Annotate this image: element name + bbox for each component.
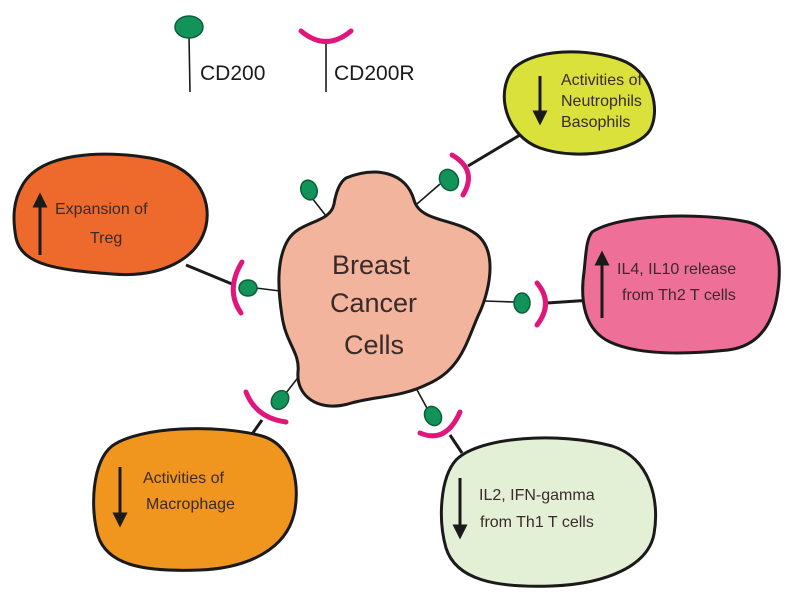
- th2-label-line1: IL4, IL10 release: [617, 261, 736, 278]
- neutrophils-label-line1: Activities of: [561, 72, 642, 89]
- cd200r-receptor-neutrophils: [449, 152, 471, 198]
- macrophage-label-line1: Activities of: [143, 470, 224, 487]
- neutrophils-label-line2: Neutrophils: [561, 93, 642, 110]
- cd200-ligand-th1: [423, 405, 443, 427]
- cd200-ligands: [238, 168, 531, 427]
- treg-label-line2: Treg: [90, 230, 122, 247]
- cd200-ligand-neutrophils: [438, 168, 460, 192]
- legend-cd200r-symbol: [298, 28, 354, 92]
- legend-cd200-symbol: [174, 15, 204, 93]
- cd200r-receptor-th1: [417, 409, 463, 439]
- cd200r-receptors: [230, 152, 548, 439]
- th1-cell-body: [439, 436, 658, 588]
- cd200-ligand-unbound: [299, 179, 319, 201]
- legend: CD200 CD200R: [174, 15, 415, 93]
- neutrophils-label-line3: Basophils: [561, 114, 630, 131]
- th2-cell-body: [581, 214, 781, 355]
- cancer-cell-body: [277, 170, 492, 408]
- breast-cancer-cell: Breast Cancer Cells: [277, 170, 492, 408]
- th1-label-line1: IL2, IFN-gamma: [479, 487, 595, 504]
- center-label-line3: Cells: [344, 330, 404, 360]
- cd200r-receptor-th2: [534, 280, 548, 328]
- cell-th1: IL2, IFN-gamma from Th1 T cells: [439, 436, 658, 588]
- cd200-ligand-th2: [513, 292, 531, 314]
- th1-label-line2: from Th1 T cells: [480, 514, 594, 531]
- center-label-line1: Breast: [332, 250, 411, 280]
- cell-neutrophils-basophils: Activities of Neutrophils Basophils: [502, 50, 657, 156]
- center-label-line2: Cancer: [330, 288, 417, 318]
- cell-treg: Expansion of Treg: [12, 152, 209, 277]
- treg-label-line1: Expansion of: [55, 201, 148, 218]
- cell-th2: IL4, IL10 release from Th2 T cells: [581, 214, 781, 355]
- cd200r-receptor-treg: [230, 259, 245, 316]
- legend-cd200-label: CD200: [200, 62, 265, 85]
- neutrophils-cell-body: [502, 50, 657, 156]
- cd200r-receptor-macrophage: [243, 389, 289, 425]
- cd200-ligand-treg: [238, 279, 258, 297]
- cell-macrophage: Activities of Macrophage: [92, 427, 298, 572]
- th2-label-line2: from Th2 T cells: [622, 287, 736, 304]
- macrophage-cell-body: [92, 427, 298, 572]
- macrophage-label-line2: Macrophage: [146, 496, 235, 513]
- legend-cd200r-label: CD200R: [334, 62, 415, 85]
- cd200-ligand-macrophage: [270, 389, 290, 411]
- treg-cell-body: [12, 152, 209, 277]
